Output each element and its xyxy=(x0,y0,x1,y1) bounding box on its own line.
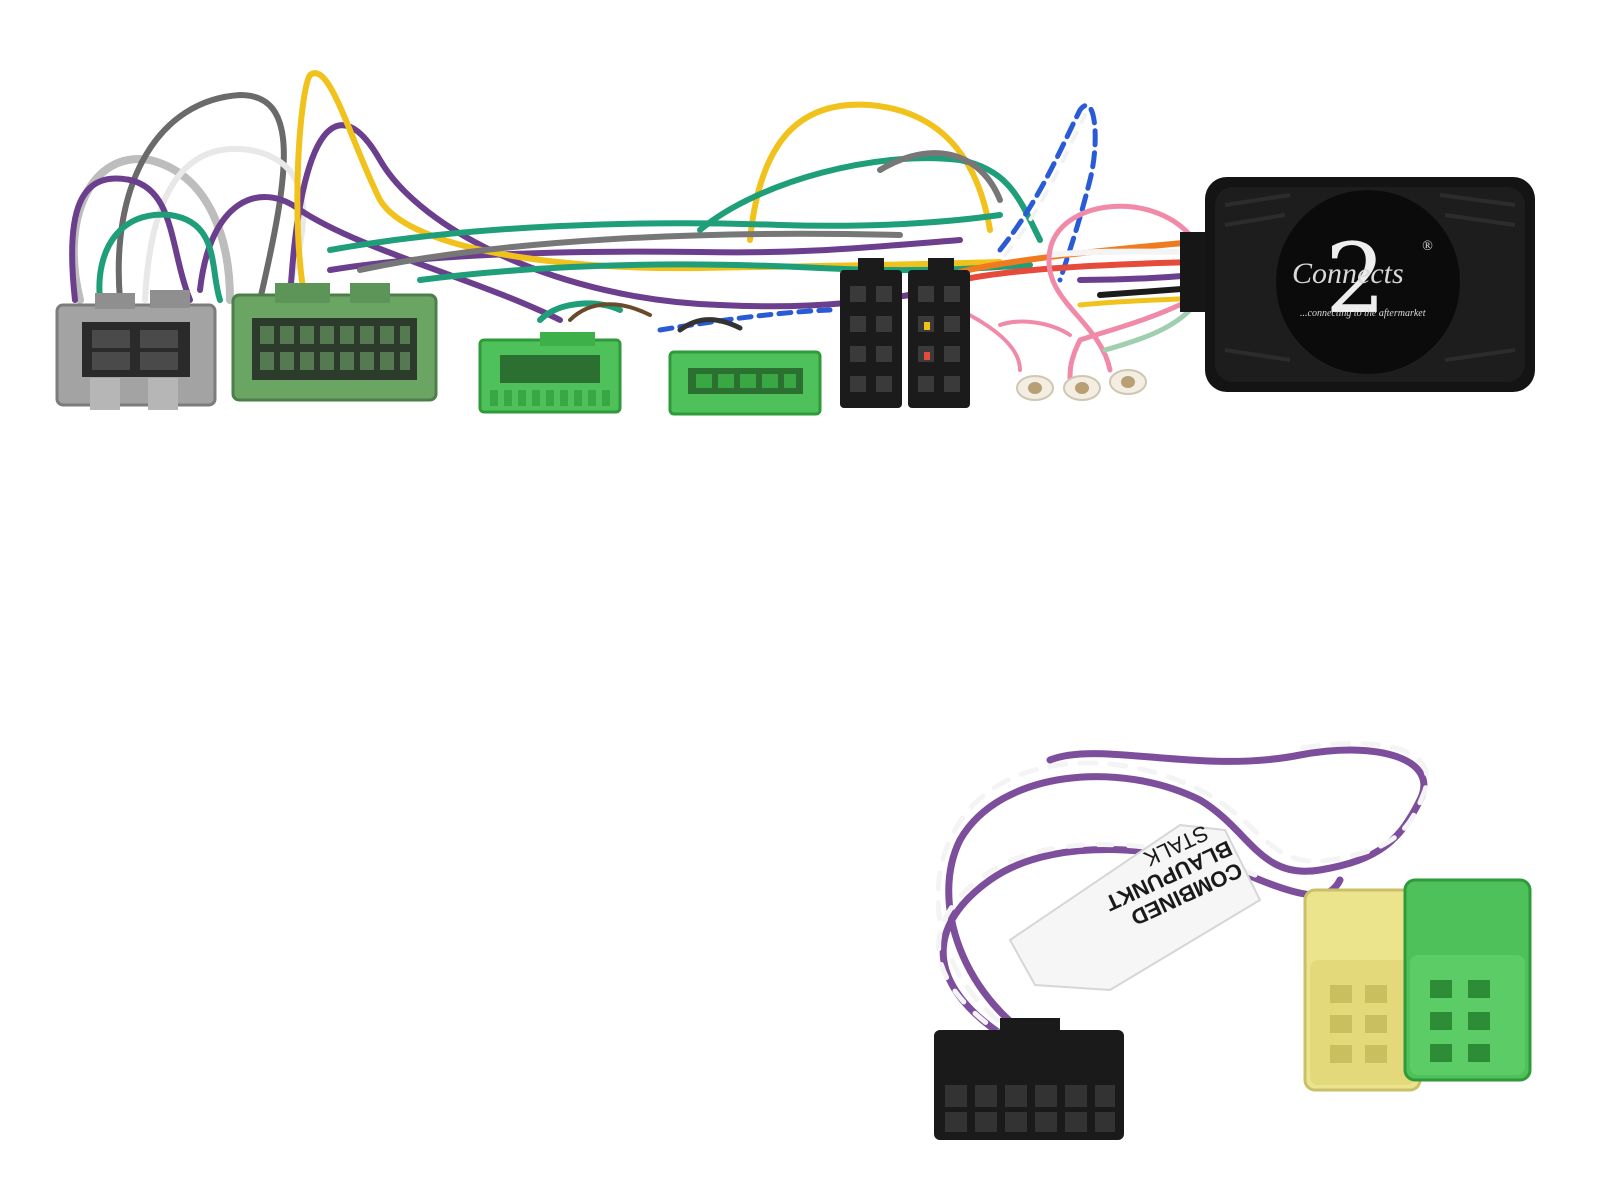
bullet-connectors xyxy=(1016,369,1147,401)
logo-brand-name: Connects xyxy=(1292,257,1404,290)
green-mini-iso-connector xyxy=(1403,878,1532,1082)
medium-green-connector xyxy=(478,332,622,414)
small-green-connector xyxy=(668,350,822,416)
iso-connector-left xyxy=(840,258,902,408)
wire-bundle xyxy=(69,70,1198,381)
logo-tagline: ...connecting to the aftermarket xyxy=(1300,308,1426,319)
yellow-mini-iso-connector xyxy=(1303,888,1422,1092)
grey-harness-connector xyxy=(55,290,217,410)
control-module: 2 Connects ® ...connecting to the afterm… xyxy=(1180,177,1535,392)
logo-number: 2 xyxy=(1325,223,1386,335)
logo-registered-mark: ® xyxy=(1422,239,1433,254)
iso-connector-right xyxy=(908,258,970,408)
patch-lead-wires xyxy=(935,741,1430,1054)
black-patch-connector xyxy=(934,1018,1124,1140)
large-green-connector xyxy=(231,283,438,402)
